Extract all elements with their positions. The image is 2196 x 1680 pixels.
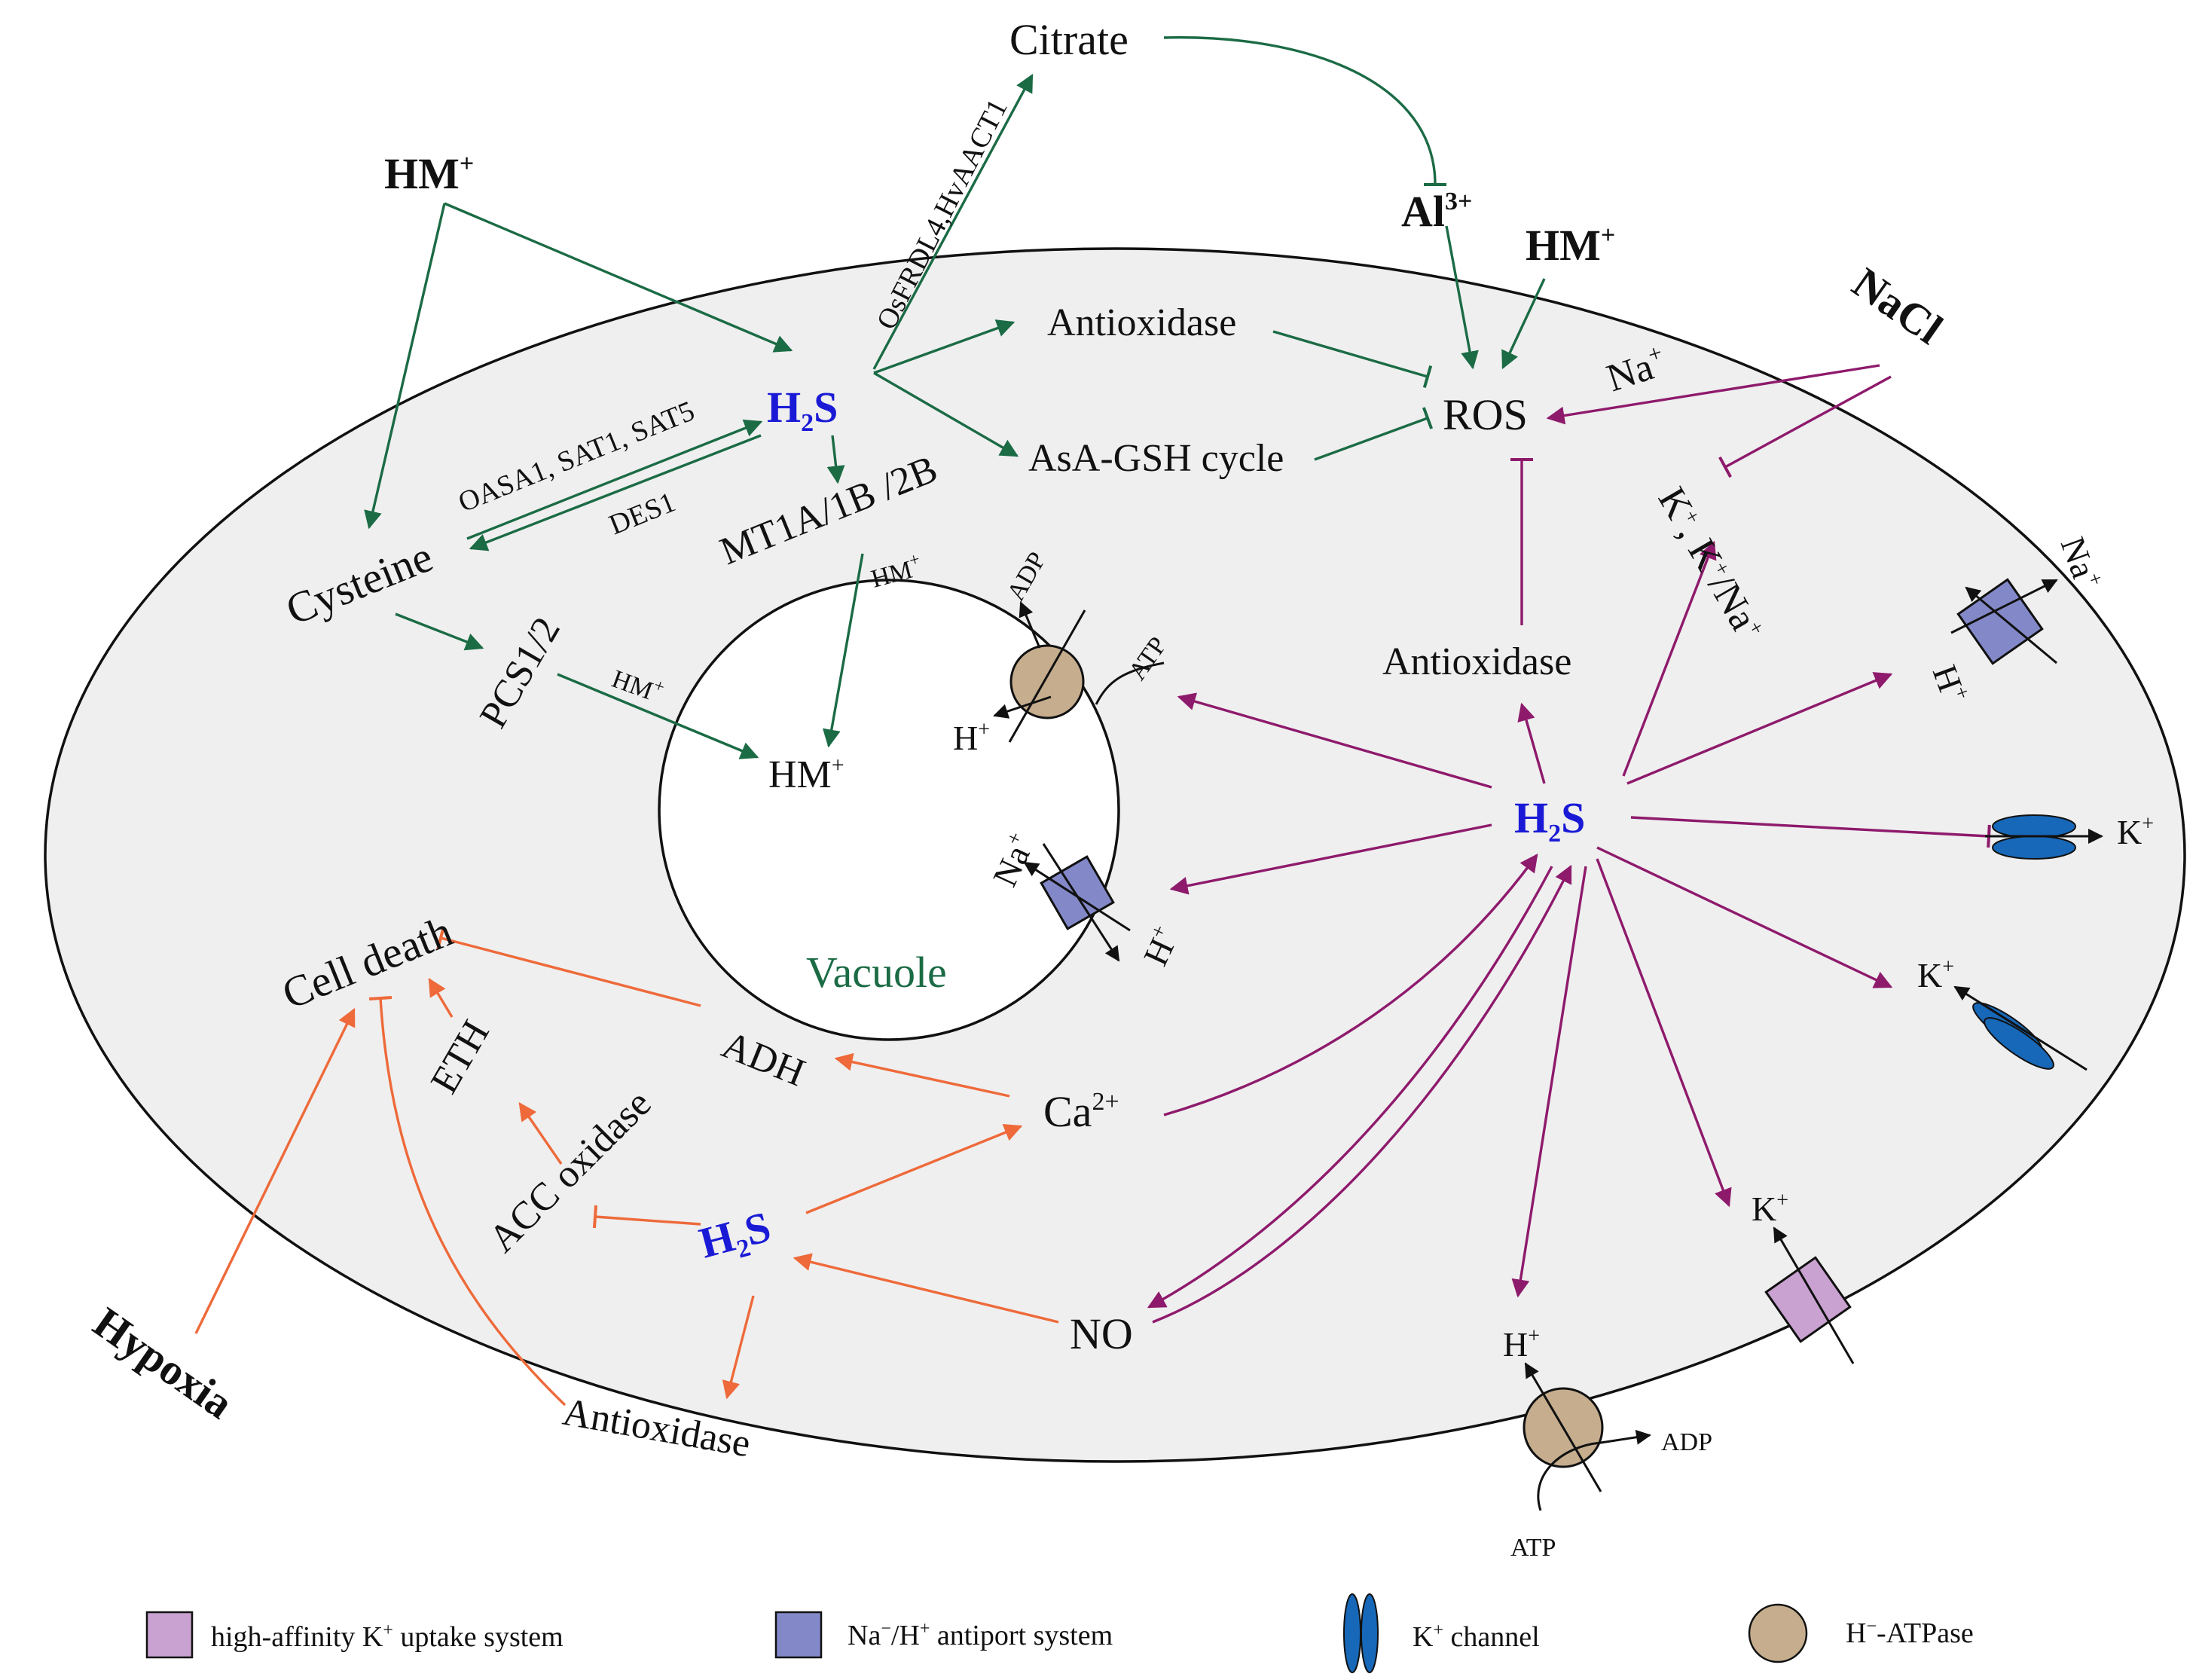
k-channel-out-label: K+ [2117, 812, 2154, 851]
antioxidase-mid-label: Antioxidase [1382, 640, 1571, 683]
ros-label: ROS [1443, 390, 1528, 439]
ca-label: Ca2+ [1043, 1087, 1119, 1136]
legend-k-channel-icon [1343, 1593, 1379, 1673]
asa-gsh-label: AsA-GSH cycle [1028, 437, 1284, 480]
h2s-bottom-label: H2S [695, 1202, 777, 1272]
h2s-top-label: H2S [767, 383, 838, 437]
membrane-h-atpase [1523, 1362, 1651, 1511]
h-atpase-out-label: H+ [1503, 1324, 1540, 1364]
atp-membrane-label: ATP [1510, 1534, 1556, 1562]
legend-h-atpase-circle-icon [1748, 1603, 1808, 1663]
hm-top-label: HM+ [384, 149, 474, 198]
legend-k-uptake-text: high-affinity K+ uptake system [211, 1620, 564, 1653]
legend-h-atpase-text: H−-ATPase [1846, 1617, 1974, 1649]
k-uptake-label: K+ [1752, 1189, 1788, 1228]
nacl-label: NaCl [1844, 258, 1952, 353]
k-uptake-transporter [1764, 1226, 1855, 1364]
legend: high-affinity K+ uptake system Na−/H+ an… [145, 1593, 1974, 1673]
no-label: NO [1070, 1309, 1133, 1358]
hm-right-label: HM+ [1526, 221, 1615, 270]
membrane-antiporter [1950, 578, 2058, 665]
legend-k-channel-text: K+ channel [1413, 1620, 1540, 1653]
hypoxia-label: Hypoxia [85, 1297, 243, 1428]
legend-k-uptake-square-icon [145, 1611, 194, 1659]
hypoxia-pathway [194, 926, 1059, 1407]
al-label: Al3+ [1401, 187, 1472, 236]
vacuole-antiporter [1023, 843, 1131, 962]
vacuole-membrane [658, 579, 1120, 1041]
k-channel-efflux [1985, 814, 2103, 860]
antioxidase-top-label: Antioxidase [1047, 301, 1236, 344]
h-vacuole-label: H+ [953, 718, 990, 757]
salt-stress-pathway [1147, 364, 1991, 1324]
heavy-metal-pathway [364, 36, 1546, 759]
legend-antiport-square-icon [774, 1611, 823, 1659]
vacuole-h-atpase [993, 601, 1165, 743]
k-channel-in-label: K+ [1917, 955, 1954, 994]
legend-antiport-text: Na−/H+ antiport system [848, 1619, 1113, 1651]
k-channel-influx [1953, 985, 2088, 1071]
citrate-label: Citrate [1009, 15, 1129, 64]
vacuole-label: Vacuole [806, 948, 947, 997]
hm-vacuole-label: HM+ [768, 753, 844, 796]
h2s-mid-label: H2S [1514, 793, 1585, 848]
adp-membrane-label: ADP [1661, 1428, 1712, 1456]
